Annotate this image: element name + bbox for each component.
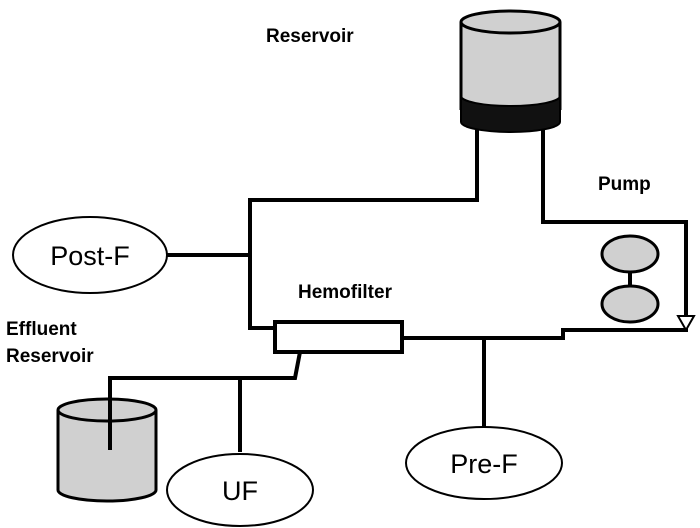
hemofilter-label: Hemofilter [298, 282, 393, 303]
effluent-reservoir-label-line2: Reservoir [6, 346, 94, 367]
effluent-reservoir-container [56, 397, 158, 503]
flow-arrow-icon [676, 315, 696, 333]
pump-label: Pump [598, 174, 651, 195]
effluent-reservoir-label-line1: Effluent [6, 319, 77, 340]
reservoir-base [460, 95, 561, 133]
uf-sensor [166, 453, 314, 527]
pump-inlet-tube [541, 130, 688, 324]
hemofilter-cartridge [273, 320, 404, 354]
reservoir-label: Reservoir [266, 26, 354, 47]
post-f-label: Post-F [50, 241, 130, 271]
pump-outlet-tube [400, 328, 688, 340]
reservoir-outlet-tube [248, 130, 479, 330]
uf-label: UF [222, 476, 258, 506]
pre-f-sensor [405, 426, 563, 500]
post-f-sensor [12, 216, 168, 294]
pre-f-label: Pre-F [450, 449, 518, 479]
reservoir-container [459, 9, 562, 133]
pump-icon [600, 234, 660, 324]
